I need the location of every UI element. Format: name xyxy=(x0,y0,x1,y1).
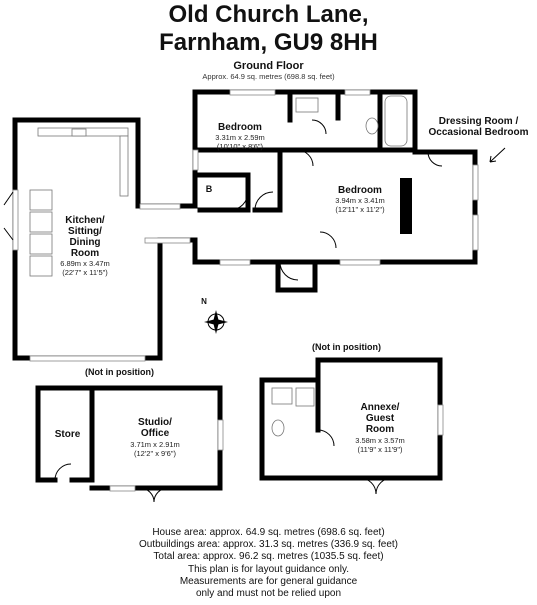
bath xyxy=(384,95,408,147)
annexe-inner-door xyxy=(317,429,335,447)
unit-3 xyxy=(29,233,53,255)
studio-side-window xyxy=(217,419,224,451)
kitchen-name-1: Kitchen/ xyxy=(65,215,105,226)
footer-disclaimer-2: Measurements are for general guidance xyxy=(179,575,358,587)
sink xyxy=(71,128,87,137)
annexe-name-3: Room xyxy=(365,424,395,435)
floor-area: Approx. 64.9 sq. metres (698.8 sq. feet) xyxy=(202,72,335,81)
footer-total-area: Total area: approx. 96.2 sq. metres (103… xyxy=(153,551,384,563)
annexe-name-1: Annexe/ xyxy=(360,402,400,413)
dressing-arrow xyxy=(489,147,506,163)
house-walls xyxy=(192,89,478,293)
kitchen-bottom-window xyxy=(29,355,146,362)
footer-disclaimer-1: This plan is for layout guidance only. xyxy=(187,563,349,575)
wc xyxy=(365,117,379,135)
bedroom1-name: Bedroom xyxy=(218,122,262,133)
kitchen-left-window xyxy=(12,189,19,251)
bedroom2-name: Bedroom xyxy=(338,185,382,196)
dressing-window-2 xyxy=(472,214,479,251)
hall-bottom-window xyxy=(144,237,191,244)
unit-4 xyxy=(29,255,53,277)
compass-label: N xyxy=(201,297,207,306)
annexe-double-door xyxy=(359,477,393,495)
area-footer: House area: approx. 64.9 sq. metres (698… xyxy=(0,527,537,600)
annexe-name-2: Guest xyxy=(365,413,395,424)
footer-disclaimer-3: only and must not be relied upon xyxy=(195,588,342,600)
studio-window xyxy=(109,485,136,492)
studio-not-in-position: (Not in position) xyxy=(85,367,154,377)
kitchen-imperial: (22'7" x 11'5") xyxy=(62,268,108,277)
studio-imperial: (12'2" x 9'6") xyxy=(134,449,176,458)
footer-house-area: House area: approx. 64.9 sq. metres (698… xyxy=(152,527,385,538)
kitchen-name-2: Sitting/ xyxy=(68,226,102,237)
bath-door xyxy=(311,119,327,135)
boiler-door xyxy=(229,191,249,211)
bedroom1-imperial: (10'10" x 8'6") xyxy=(216,142,264,151)
store-name: Store xyxy=(54,429,81,440)
annexe-window xyxy=(437,404,444,436)
bed2-window xyxy=(339,259,381,266)
footer-outbuildings-area: Outbuildings area: approx. 31.3 sq. metr… xyxy=(138,539,399,551)
dressing-label: Dressing Room / Occasional Bedroom xyxy=(420,116,537,138)
bedroom2-metric: 3.94m x 3.41m xyxy=(335,196,385,205)
boiler-label: B xyxy=(205,184,213,194)
studio-dims: 3.71m x 2.91m (12'2" x 9'6") xyxy=(110,440,200,458)
annexe-walls xyxy=(259,357,443,481)
bed1-window xyxy=(229,89,276,96)
front-door xyxy=(279,261,299,281)
annexe-not-in-position: (Not in position) xyxy=(312,342,381,352)
annexe-imperial: (11'9" x 11'9") xyxy=(357,445,403,454)
bedroom1-dims: 3.31m x 2.59m (10'10" x 8'6") xyxy=(200,133,280,151)
dressing-line-2: Occasional Bedroom xyxy=(428,127,529,138)
studio-name-2: Office xyxy=(140,428,170,439)
kitchen-dims: 6.89m x 3.47m (22'7" x 11'5") xyxy=(40,259,130,277)
kitchen-name-4: Room xyxy=(70,248,100,259)
studio-double-door xyxy=(139,487,169,503)
worktop-side xyxy=(119,135,129,197)
annexe-shower xyxy=(295,387,315,407)
hall-top-window xyxy=(139,203,181,210)
compass-rose xyxy=(204,310,228,334)
hall-door xyxy=(254,191,274,211)
annexe-label: Annexe/ Guest Room xyxy=(335,402,425,435)
inner-door xyxy=(319,231,337,249)
bed2-door xyxy=(296,149,314,167)
basin xyxy=(295,97,319,113)
annexe-dims: 3.58m x 3.57m (11'9" x 11'9") xyxy=(335,436,425,454)
wardrobe xyxy=(400,178,412,234)
bath-window xyxy=(344,89,371,96)
dressing-window-1 xyxy=(472,164,479,201)
annexe-metric: 3.58m x 3.57m xyxy=(355,436,405,445)
floor-name: Ground Floor xyxy=(233,60,304,72)
annexe-wc xyxy=(271,419,285,437)
title-line-1: Old Church Lane, xyxy=(168,1,369,28)
hall-front-window xyxy=(219,259,251,266)
bed1-side-window xyxy=(192,149,199,171)
unit-2 xyxy=(29,211,53,233)
dressing-door xyxy=(427,151,443,167)
kitchen-label: Kitchen/ Sitting/ Dining Room xyxy=(40,215,130,259)
unit-1 xyxy=(29,189,53,211)
kitchen-name-3: Dining xyxy=(69,237,101,248)
title-line-2: Farnham, GU9 8HH xyxy=(159,29,378,56)
annexe-basin xyxy=(271,387,293,405)
studio-label: Studio/ Office xyxy=(110,417,200,439)
store-door xyxy=(54,463,72,481)
bedroom1-metric: 3.31m x 2.59m xyxy=(215,133,265,142)
dressing-walls xyxy=(412,149,478,265)
studio-name-1: Studio/ xyxy=(138,417,172,428)
bedroom2-imperial: (12'11" x 11'2") xyxy=(335,205,385,214)
bedroom2-dims: 3.94m x 3.41m (12'11" x 11'2") xyxy=(315,196,405,214)
studio-metric: 3.71m x 2.91m xyxy=(130,440,180,449)
dressing-line-1: Dressing Room / xyxy=(438,116,519,127)
kitchen-metric: 6.89m x 3.47m xyxy=(60,259,110,268)
kitchen-bifold-door xyxy=(3,191,14,241)
